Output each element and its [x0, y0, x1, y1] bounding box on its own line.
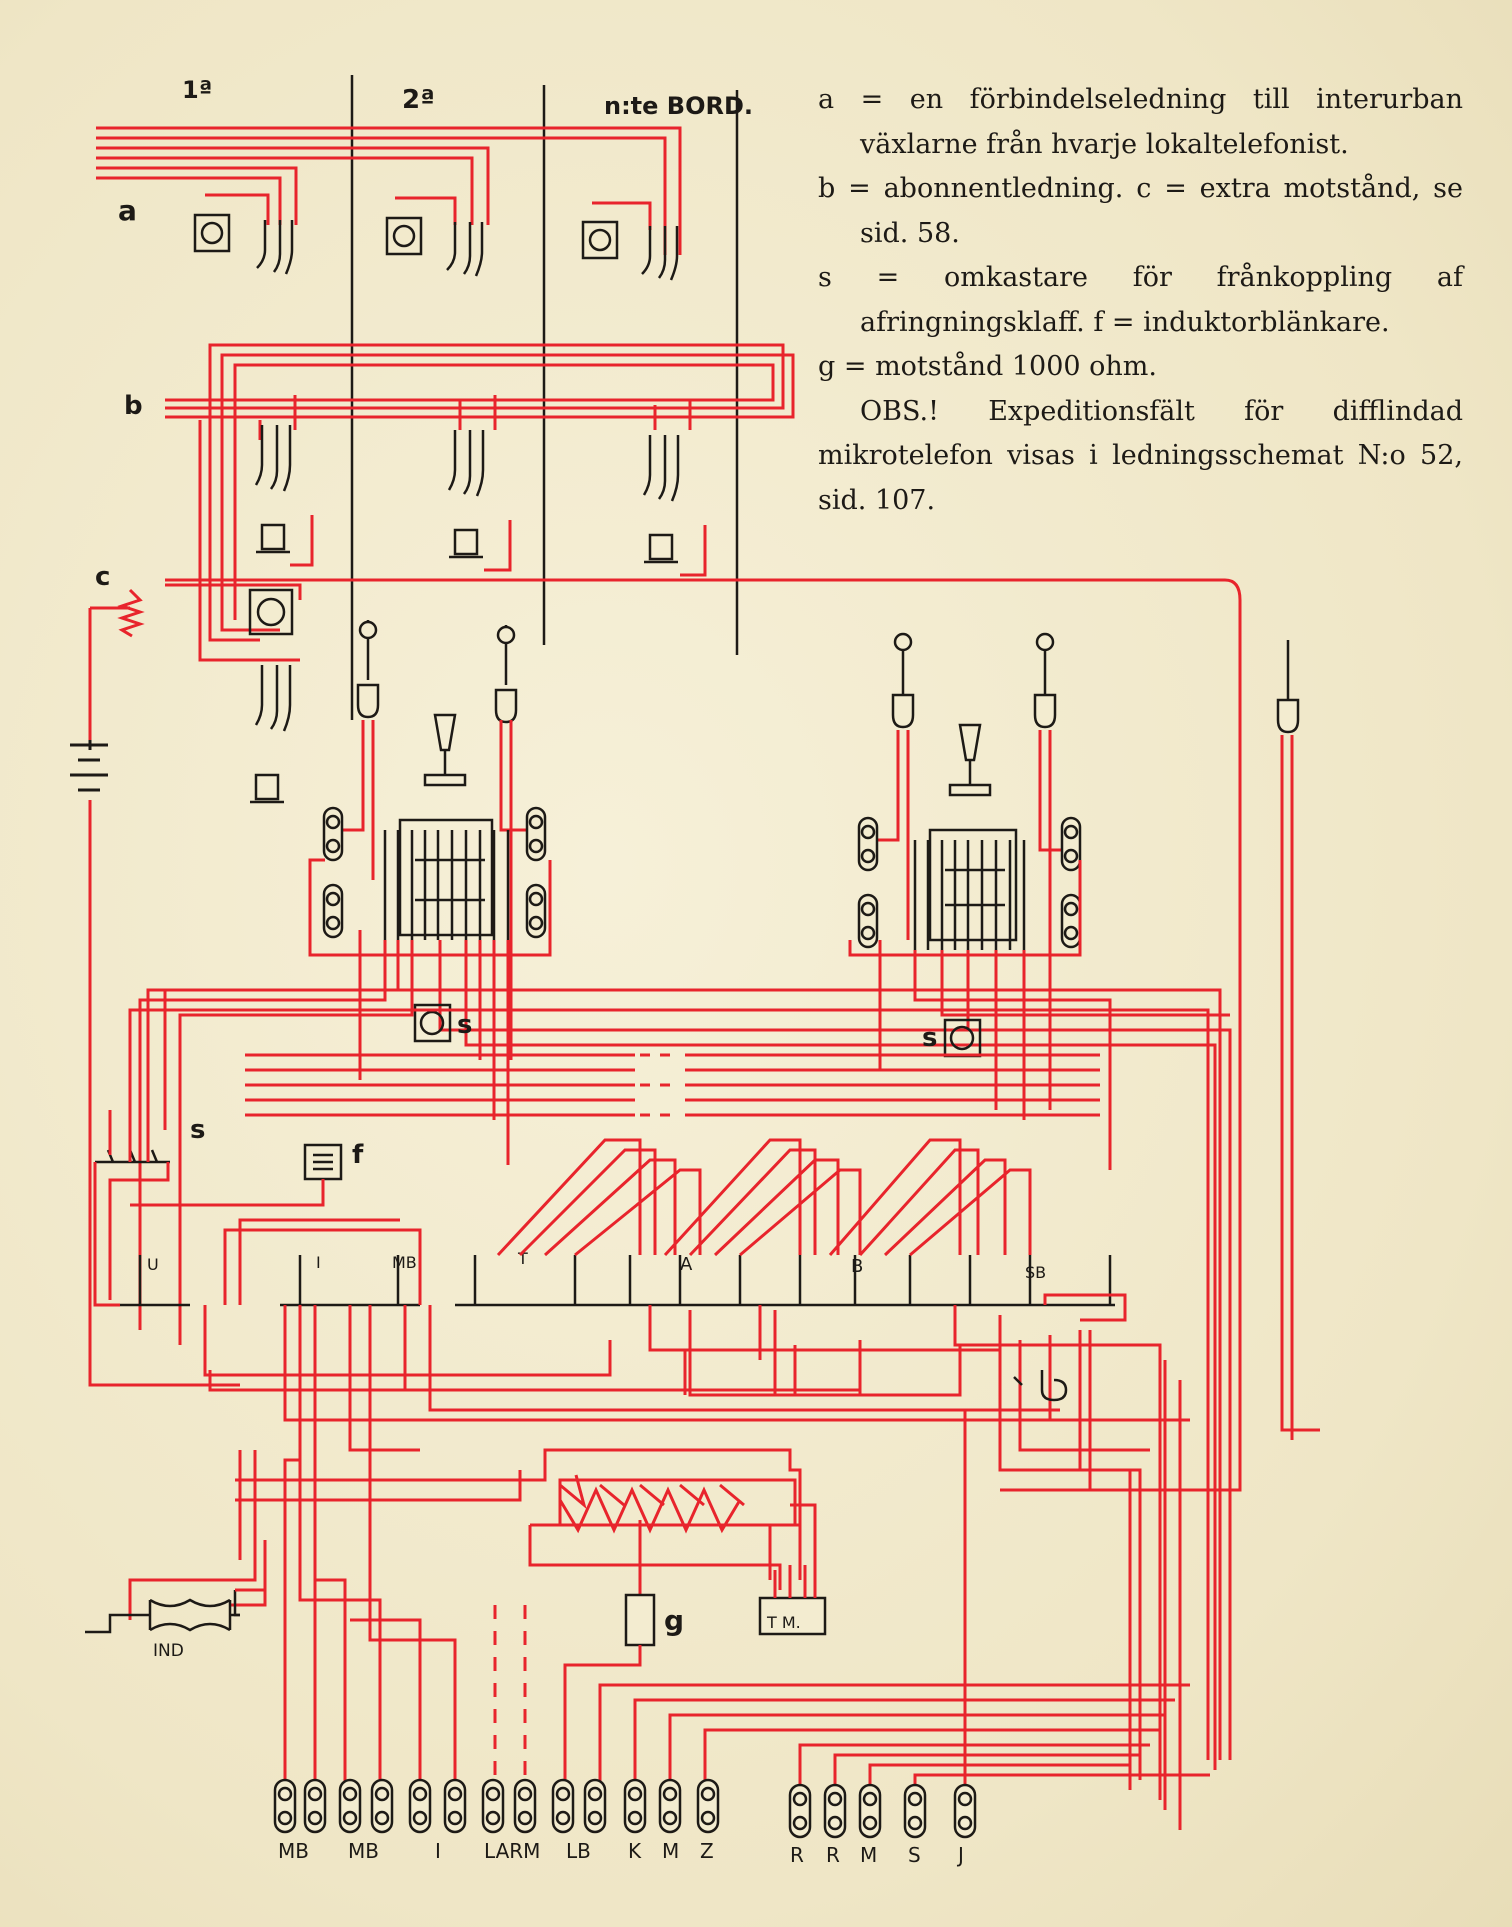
label-ind: IND: [153, 1641, 184, 1661]
legend-g: g = motstånd 1000 ohm.: [818, 351, 1157, 382]
switch-s-left: [95, 1149, 170, 1164]
key-i: I: [316, 1253, 321, 1272]
legend-a: a = en förbindelseledning till interurba…: [818, 84, 1463, 160]
tm-wires: [773, 1530, 817, 1598]
line-a-jacks: [193, 213, 679, 281]
label-s-2: s: [922, 1023, 937, 1053]
blinker-f: [303, 1143, 343, 1181]
terminal-label-lb: LB: [566, 1839, 591, 1863]
key-a: A: [680, 1254, 693, 1275]
cord-key-terminals: [322, 806, 1082, 949]
label-s-3: s: [190, 1115, 205, 1145]
label-s-1: s: [457, 1010, 472, 1040]
terminal-label-r-1: R: [790, 1843, 804, 1867]
legend-note: OBS.! Expeditionsfält för difflindad mik…: [818, 395, 1463, 516]
label-f: f: [352, 1140, 364, 1170]
resistor-c: [117, 588, 145, 638]
key-mb: MB: [392, 1253, 417, 1272]
terminal-label-mb-1: MB: [278, 1839, 309, 1863]
cord-key-left: [383, 713, 510, 940]
lower-wiring: [128, 1305, 1190, 1830]
legend-c: c = extra motstånd, se sid. 58.: [860, 173, 1463, 249]
key-sb: SB: [1025, 1263, 1046, 1282]
horizontal-bus: [245, 1053, 1100, 1117]
key-diagonal-wiring: [223, 1138, 1127, 1322]
label-c: c: [95, 562, 110, 592]
key-t: T: [517, 1249, 528, 1268]
cord-key-right: [913, 723, 1026, 950]
terminal-label-larm: LARM: [484, 1839, 540, 1863]
key-u: U: [147, 1255, 159, 1274]
terminal-label-m-2: M: [860, 1843, 877, 1867]
board-2-label: 2ª: [402, 85, 435, 115]
g-wire: [563, 1645, 642, 1810]
induction-resistor: [528, 1474, 817, 1605]
tm-box: [758, 1596, 827, 1636]
relay-wires: [290, 515, 707, 577]
hook-switch: [1013, 1370, 1068, 1402]
resistor-c-wires: [88, 578, 1242, 1492]
jack-c: [248, 588, 294, 804]
legend-b-c: b = abonnentledning. c = extra motstånd,…: [818, 167, 1463, 256]
terminal-label-j: J: [956, 1843, 964, 1867]
resistor-g: [624, 1593, 656, 1647]
switch-s-wires: [93, 988, 1222, 1760]
terminal-label-m: M: [662, 1839, 679, 1863]
dashed-lines: [493, 1605, 527, 1785]
key-b: B: [851, 1256, 863, 1277]
terminal-label-i: I: [435, 1839, 441, 1863]
plugs: [356, 620, 1300, 734]
line-a-bundle: [96, 126, 682, 255]
bottom-terminals: [273, 1778, 977, 1839]
terminal-wires: [283, 1410, 1210, 1810]
legend-b: b = abonnentledning.: [818, 173, 1124, 204]
inductor-ind: [85, 1590, 240, 1634]
terminal-label-k: K: [628, 1839, 642, 1863]
label-b: b: [124, 391, 143, 421]
terminal-label-s: S: [908, 1843, 921, 1867]
terminal-label-z: Z: [700, 1839, 714, 1863]
legend-s: s = omkastare för frånkoppling af afring…: [818, 262, 1463, 338]
terminal-label-mb-2: MB: [348, 1839, 379, 1863]
label-g: g: [664, 1604, 684, 1637]
key-row: [120, 1255, 1115, 1307]
label-tm: T M.: [766, 1613, 801, 1632]
blinker-wire: [130, 1179, 325, 1207]
board-n-label: n:te BORD.: [604, 92, 753, 120]
ind-wire: [235, 1560, 267, 1592]
line-b-bundle: [165, 343, 795, 662]
label-a: a: [118, 194, 137, 227]
battery-wire: [88, 800, 240, 1387]
legend-f: f = induktorblänkare.: [1093, 306, 1390, 338]
line-b-jacks: [254, 425, 680, 564]
legend: a = en förbindelseledning till interurba…: [818, 78, 1463, 523]
plug-wires: [340, 720, 1320, 1440]
legend-s-f: s = omkastare för frånkoppling af afring…: [818, 256, 1463, 345]
board-1-label: 1ª: [182, 76, 212, 104]
battery: [70, 740, 108, 792]
terminal-label-r-2: R: [826, 1843, 840, 1867]
cord-key-wiring: [138, 858, 1232, 1770]
